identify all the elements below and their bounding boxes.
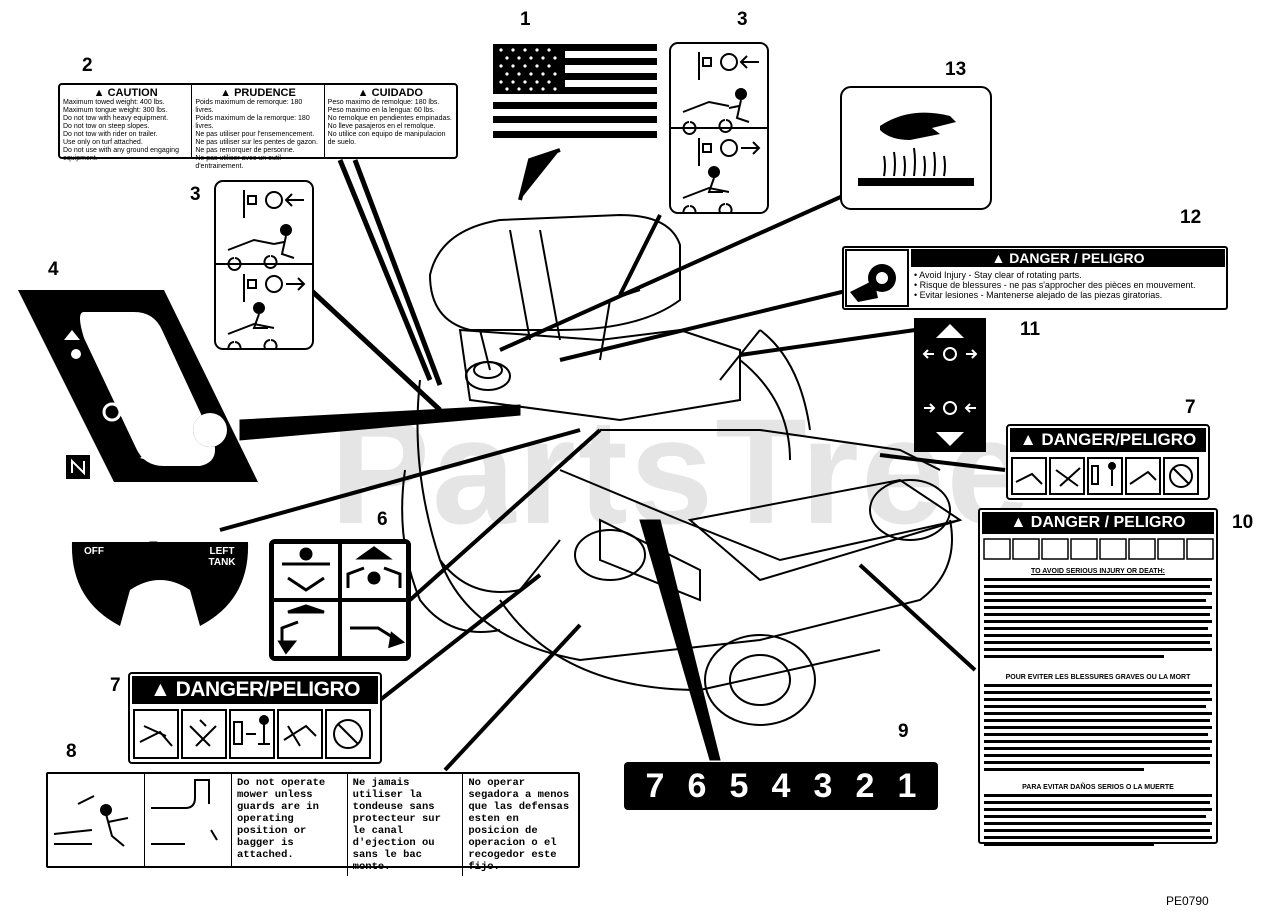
caution-col: ▲ CAUTION Maximum towed weight: 400 lbs.…: [60, 85, 193, 162]
danger-10-es-heading: PARA EVITAR DAÑOS SERIOS O LA MUERTE: [1022, 784, 1174, 791]
prudence-title: ▲ PRUDENCE: [220, 87, 296, 99]
danger-10-fr-heading: POUR EVITER LES BLESSURES GRAVES OU LA M…: [1005, 674, 1191, 681]
danger-decal-10: ▲ DANGER / PELIGRO TO AVOID SERIOUS INJU…: [978, 508, 1218, 846]
speed-control-decal-top: [669, 42, 769, 214]
danger-12-text: • Avoid Injury - Stay clear of rotating …: [910, 268, 1226, 302]
discharge-pictogram-1: [53, 774, 145, 866]
callout-8: 8: [66, 741, 77, 762]
danger-12-line-fr: • Risque de blessures - ne pas s'approch…: [914, 280, 1196, 290]
height-digit: 5: [729, 766, 749, 805]
danger-decal-7-right: ▲ DANGER/PELIGRO: [1006, 424, 1210, 500]
neutral-icon: [66, 455, 90, 479]
danger-7-left-pictograms: [133, 709, 371, 759]
danger-7-right-header: ▲ DANGER/PELIGRO: [1010, 428, 1206, 452]
flag-decal: [493, 44, 657, 138]
danger-12-line-es: • Evitar lesiones - Mantenerse alejado d…: [914, 290, 1163, 300]
height-digit: 3: [813, 766, 833, 805]
callout-3-left: 3: [190, 184, 201, 205]
callout-7-left: 7: [110, 675, 121, 696]
danger-7-right-pictograms: [1011, 457, 1199, 495]
hot-surface-decal: [840, 86, 992, 210]
discharge-text-fr: Ne jamais utiliser la tondeuse sans prot…: [348, 774, 464, 876]
discharge-guard-decal: Do not operate mower unless guards are i…: [46, 772, 580, 876]
danger-10-en-heading: TO AVOID SERIOUS INJURY OR DEATH:: [1031, 568, 1165, 575]
caution-decal: ▲ CAUTION Maximum towed weight: 400 lbs.…: [58, 83, 458, 170]
callout-11: 11: [1020, 319, 1041, 340]
danger-10-es-text: [984, 794, 1212, 846]
fuel-valve-decal: OFF LEFT TANK RIGHT TANK: [70, 540, 250, 632]
callout-2: 2: [82, 55, 93, 76]
speed-control-decal-left: [214, 180, 314, 350]
cuidado-title: ▲ CUIDADO: [357, 87, 423, 99]
discharge-text-en: Do not operate mower unless guards are i…: [232, 774, 348, 876]
danger-10-en-text: [984, 578, 1212, 658]
fuel-off-label: OFF: [84, 546, 104, 557]
danger-decal-7-left: ▲ DANGER/PELIGRO: [128, 672, 382, 764]
callout-10: 10: [1232, 512, 1254, 533]
callout-3-top: 3: [737, 9, 748, 30]
callout-6: 6: [377, 509, 388, 530]
fuel-right-label: RIGHT TANK: [144, 598, 176, 620]
height-scale-decal: 7 6 5 4 3 2 1: [624, 762, 938, 810]
height-digit: 6: [687, 766, 707, 805]
height-digit: 4: [771, 766, 791, 805]
danger-10-fr-text: [984, 684, 1212, 771]
callout-4: 4: [48, 259, 59, 280]
discharge-pictogram-2: [151, 774, 232, 866]
danger-10-pictograms: [983, 538, 1214, 560]
cuidado-col: ▲ CUIDADO Peso maximo de remolque: 180 l…: [325, 85, 456, 157]
fuel-valve-shape: [71, 542, 249, 626]
callout-13: 13: [945, 59, 967, 80]
fuel-left-label: LEFT TANK: [208, 546, 236, 568]
deck-height-decal: [914, 318, 986, 452]
prudence-col: ▲ PRUDENCE Poids maximum de remorque: 18…: [192, 85, 325, 170]
danger-12-header: ▲ DANGER / PELIGRO: [911, 249, 1225, 267]
callout-9: 9: [898, 721, 909, 742]
height-digit: 7: [645, 766, 665, 805]
caution-text: Maximum towed weight: 400 lbs.Maximum to…: [63, 99, 179, 162]
discharge-text-es: No operar segadora a menos que las defen…: [468, 777, 570, 873]
diagram-code: PE0790: [1166, 894, 1209, 908]
caution-title: ▲ CAUTION: [93, 87, 158, 99]
callout-12: 12: [1180, 207, 1202, 228]
cuidado-text: Peso maximo de remolque: 180 lbs.Peso ma…: [327, 99, 452, 146]
danger-12-line-en: • Avoid Injury - Stay clear of rotating …: [914, 270, 1082, 280]
danger-7-left-header: ▲ DANGER/PELIGRO: [132, 676, 378, 704]
danger-10-header: ▲ DANGER / PELIGRO: [982, 512, 1214, 534]
height-digit: 2: [855, 766, 875, 805]
height-digit: 1: [897, 766, 917, 805]
callout-7-right: 7: [1185, 397, 1196, 418]
danger-decal-12: ▲ DANGER / PELIGRO • Avoid Injury - Stay…: [842, 246, 1228, 310]
deck-lift-decal: [269, 539, 411, 661]
callout-1: 1: [520, 9, 531, 30]
rotating-parts-pictogram: [845, 249, 909, 307]
throttle-decal: [18, 290, 258, 482]
prudence-text: Poids maximum de remorque: 180 livres.Po…: [195, 99, 318, 170]
